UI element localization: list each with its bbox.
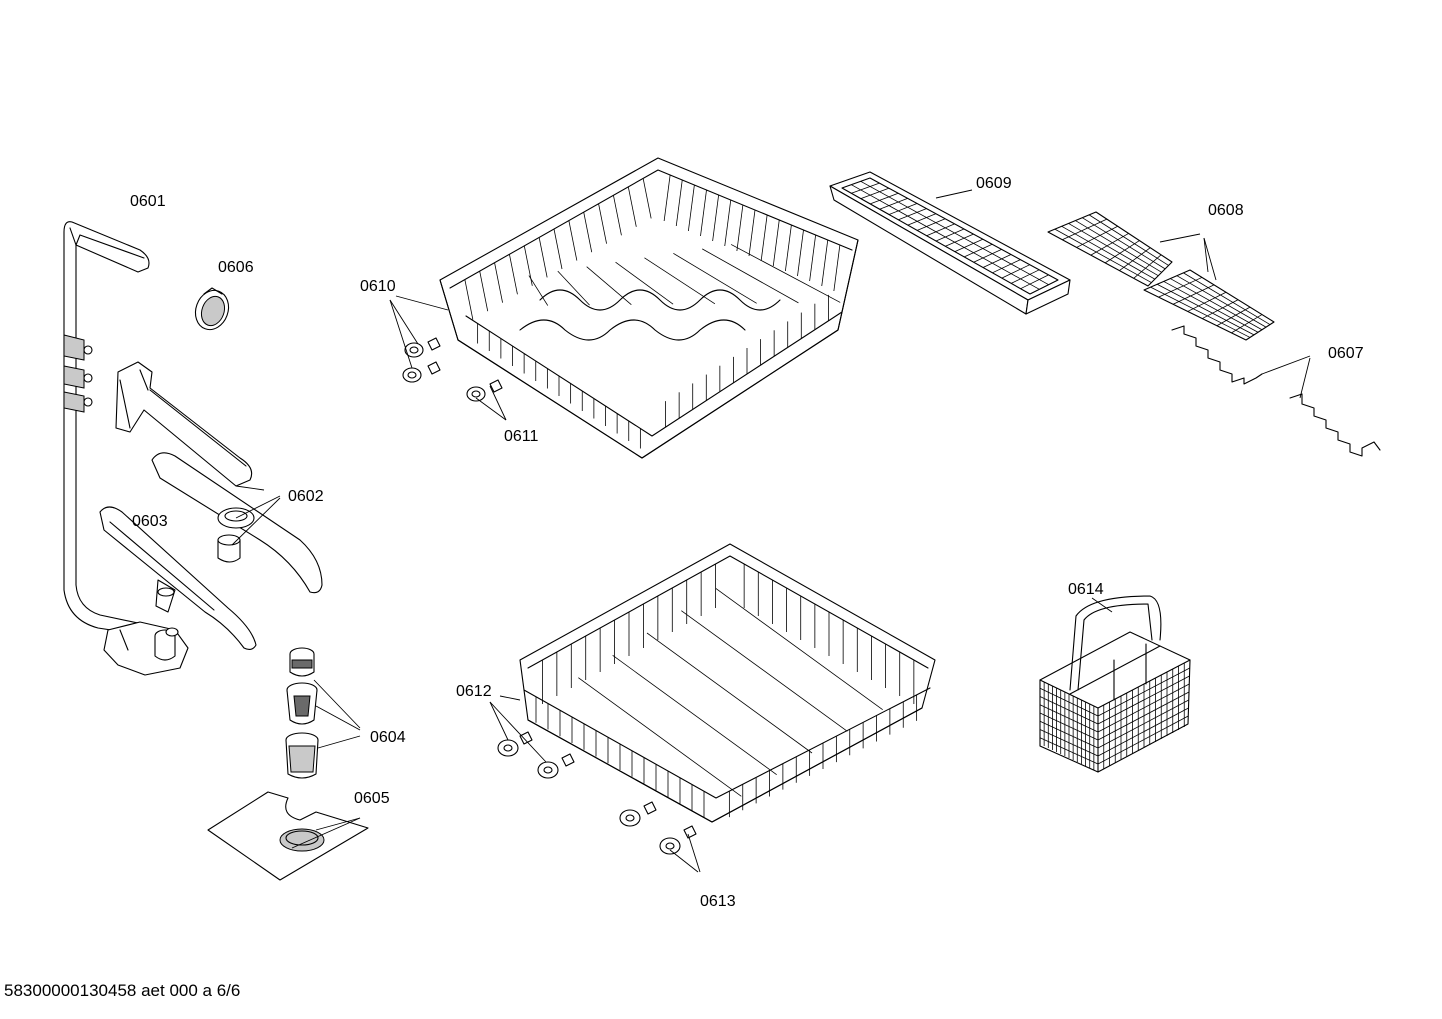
lower-basket [519,543,936,823]
label-0603: 0603 [132,513,168,530]
label-0612: 0612 [456,683,492,700]
label-0613: 0613 [700,893,736,910]
label-0606: 0606 [218,259,254,276]
insert-lattice [1054,214,1271,338]
supply-pipe-0601 [63,221,189,676]
cutlery-basket-0614 [1039,595,1191,773]
label-0605: 0605 [354,790,390,807]
lower-wheels-0612 [497,731,575,779]
part-labels: 0601 0602 0603 0604 0605 0606 0607 0608 … [130,175,1364,910]
label-0604: 0604 [370,729,406,746]
tray-grid [851,180,1049,290]
cutlery-tray-0609 [829,171,1071,315]
upper-wheels-0610 [402,337,441,383]
filters-0604 [285,647,319,779]
label-0607: 0607 [1328,345,1364,362]
rack-inserts-0608 [1047,211,1275,341]
label-0614: 0614 [1068,581,1104,598]
label-0601: 0601 [130,193,166,210]
label-0608: 0608 [1208,202,1244,219]
basket-mesh [1039,663,1190,770]
upper-basket-wires [464,174,841,449]
upper-basket [439,157,859,459]
lower-basket-wires [535,564,918,818]
lower-spray-arm-0603 [99,506,257,651]
upper-wheels-0611 [466,379,503,402]
label-0609: 0609 [976,175,1012,192]
label-0602: 0602 [288,488,324,505]
leader-lines [231,189,1311,873]
filter-cap-0606 [194,287,230,331]
document-id: 58300000130458 aet 000 a 6/6 [4,981,241,1000]
lower-wheels-0613 [619,801,697,855]
sieve-plate-0605 [207,791,369,881]
clip-strips-0607 [1171,325,1381,457]
label-0611: 0611 [504,428,539,445]
label-0610: 0610 [360,278,396,295]
